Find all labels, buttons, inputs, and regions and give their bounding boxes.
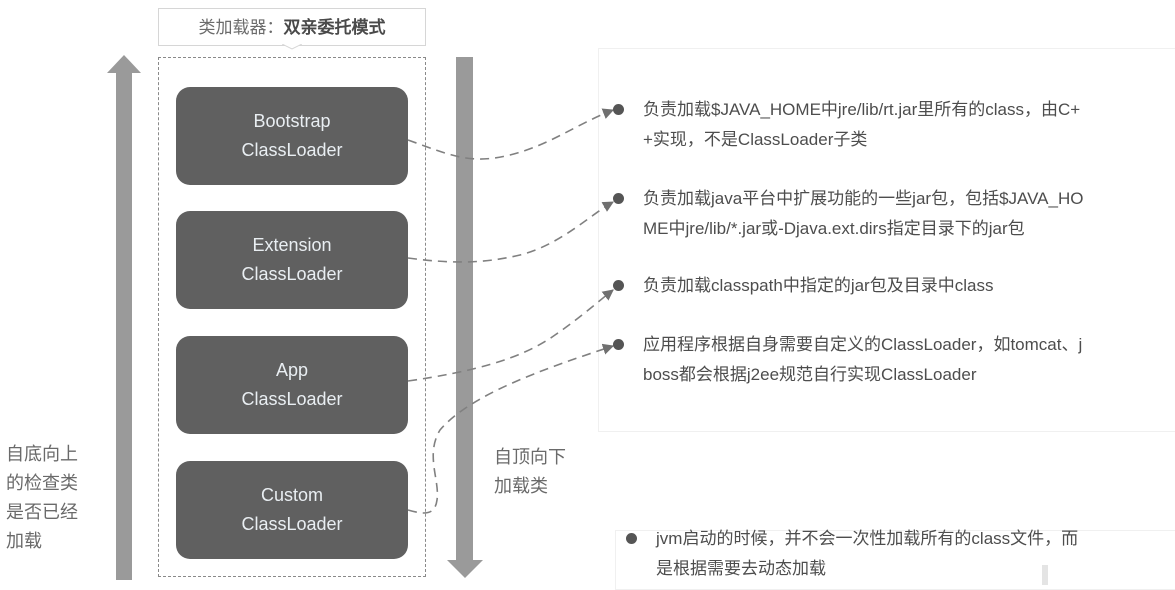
top-down-arrow-icon [447,57,483,578]
connector-app [407,289,614,382]
loader-name: Custom [260,485,323,505]
bullet-icon [613,339,624,350]
loader-name: Extension [252,235,332,255]
extension-description: 负责加载java平台中扩展功能的一些jar包，包括$JAVA_HO ME中jre… [643,184,1173,244]
watermark-fragment [1042,565,1048,585]
dynamic-loading-note: jvm启动的时候，并不会一次性加载所有的class文件，而 是根据需要去动态加载 [656,524,1166,584]
loader-type: ClassLoader [241,264,343,284]
description-line: 应用程序根据自身需要自定义的ClassLoader，如tomcat、j [643,335,1083,354]
label-line: 的检查类 [6,473,78,493]
loader-name: Bootstrap [253,111,331,131]
note-line: jvm启动的时候，并不会一次性加载所有的class文件，而 [656,529,1079,548]
loader-container [158,57,426,577]
label-line: 是否已经 [6,502,78,522]
label-line: 加载类 [494,476,548,496]
label-line: 加载 [6,531,42,551]
label-line: 自顶向下 [494,447,566,467]
extension-classloader-box: Extension ClassLoader [176,211,408,309]
loader-type: ClassLoader [241,140,343,160]
description-line: 负责加载java平台中扩展功能的一些jar包，包括$JAVA_HO [643,189,1084,208]
bullet-icon [626,533,637,544]
app-classloader-box: App ClassLoader [176,336,408,434]
title-prefix: 类加载器： [198,18,284,37]
bootstrap-classloader-box: Bootstrap ClassLoader [176,87,408,185]
bootstrap-description: 负责加载$JAVA_HOME中jre/lib/rt.jar里所有的class，由… [643,95,1173,155]
description-line: +实现，不是ClassLoader子类 [643,130,868,149]
loader-type: ClassLoader [241,514,343,534]
bullet-icon [613,104,624,115]
loader-type: ClassLoader [241,389,343,409]
label-line: 自底向上 [6,444,78,464]
description-line: boss都会根据j2ee规范自行实现ClassLoader [643,365,977,384]
custom-classloader-box: Custom ClassLoader [176,461,408,559]
bottom-up-label: 自底向上 的检查类 是否已经 加载 [6,440,78,556]
top-down-label: 自顶向下 加载类 [494,443,566,501]
description-line: ME中jre/lib/*.jar或-Djava.ext.dirs指定目录下的ja… [643,219,1025,238]
app-description: 负责加载classpath中指定的jar包及目录中class [643,271,1173,301]
connector-custom [407,343,615,514]
bullet-icon [613,280,624,291]
custom-description: 应用程序根据自身需要自定义的ClassLoader，如tomcat、j boss… [643,330,1173,390]
connector-extension [407,201,614,263]
diagram-title: 类加载器：双亲委托模式 [158,8,426,46]
connector-bootstrap [407,108,615,160]
title-notch [282,44,302,50]
note-line: 是根据需要去动态加载 [656,559,826,578]
bottom-up-arrow-icon [107,55,141,580]
description-panel [598,48,1175,432]
title-emphasis: 双亲委托模式 [283,18,386,37]
description-line: 负责加载classpath中指定的jar包及目录中class [643,276,994,295]
loader-name: App [275,360,309,380]
bullet-icon [613,193,624,204]
description-line: 负责加载$JAVA_HOME中jre/lib/rt.jar里所有的class，由… [643,100,1081,119]
